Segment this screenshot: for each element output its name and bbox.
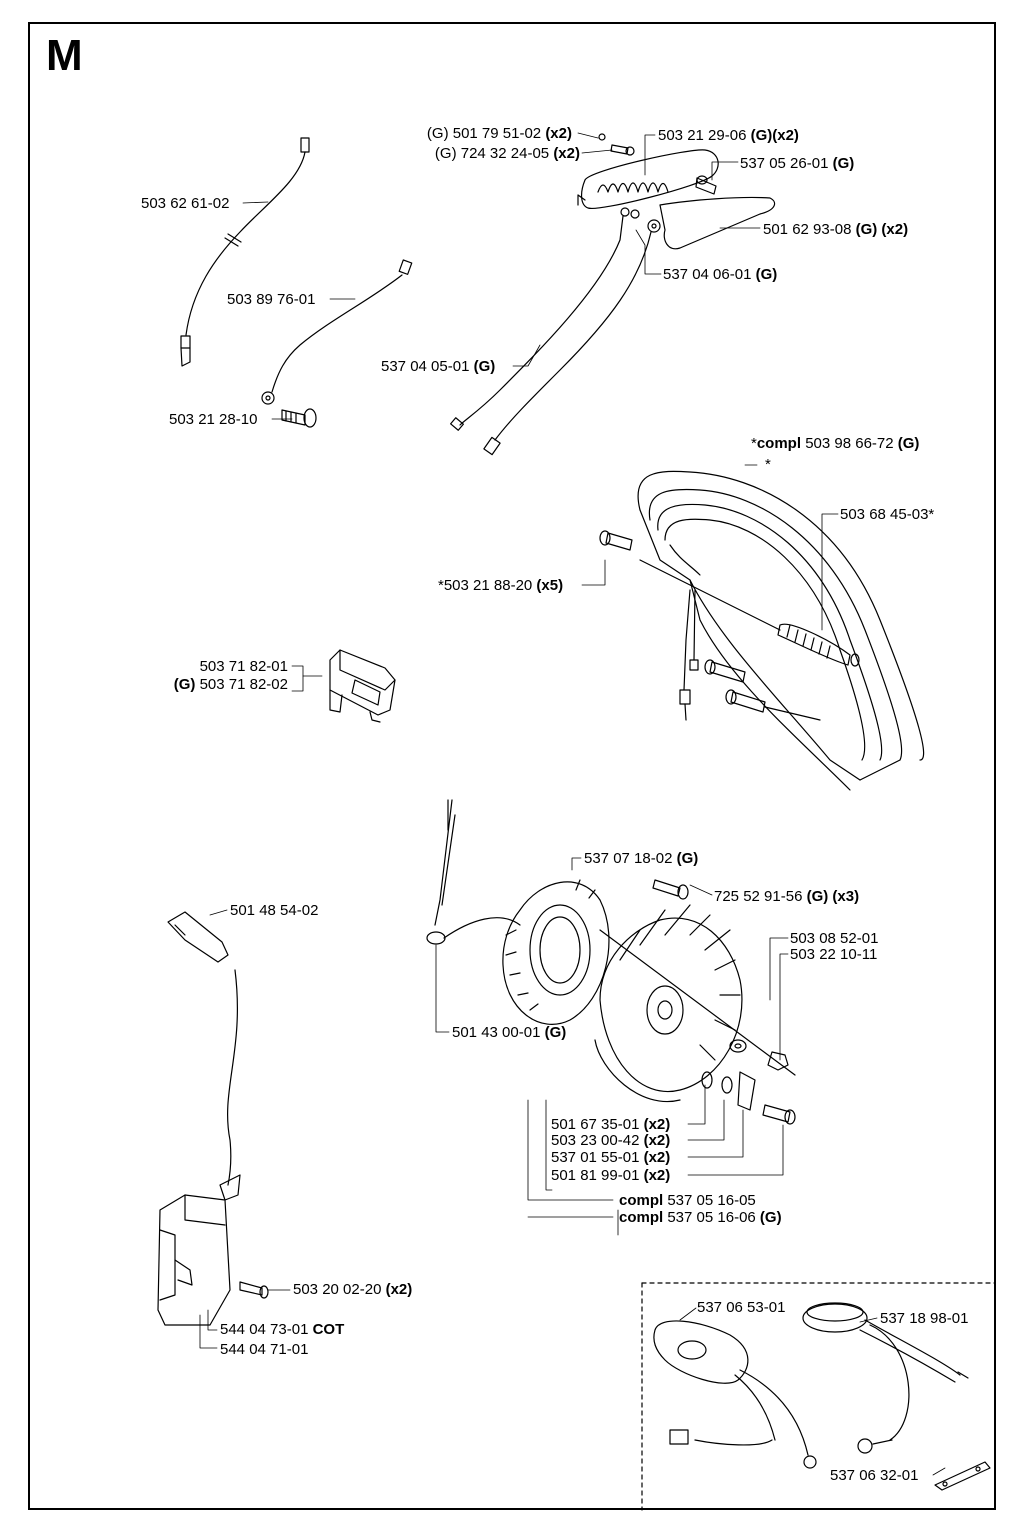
rubber-buffer-503-68-45-03 <box>639 559 860 667</box>
label-503-21-28-10: 503 21 28-10 <box>169 411 258 428</box>
label-503-68-45-03: 503 68 45-03* <box>840 506 935 523</box>
front-handle <box>637 470 925 791</box>
wire-537-04-06-01 <box>483 231 652 456</box>
sensor-537-18-98-01 <box>802 1302 969 1454</box>
label-501-62-93-08: 501 62 93-08 (G) (x2) <box>763 221 909 238</box>
label-537-18-98-01: 537 18 98-01 <box>880 1310 969 1327</box>
label-asterisk: * <box>765 456 771 473</box>
label-503-22-10-11: 503 22 10-11 <box>790 946 878 963</box>
label-503-62-61-02: 503 62 61-02 <box>141 195 230 212</box>
label-544-04-71-01: 544 04 71-01 <box>220 1341 309 1358</box>
label-537-05-16-05: compl 537 05 16-05 <box>619 1192 756 1209</box>
bracket-537-06-32-01 <box>934 1461 991 1491</box>
wire-503-62-61-02 <box>180 137 310 367</box>
label-544-04-73-01: 544 04 73-01 COT <box>220 1321 345 1338</box>
ignition-coil-544-04-73-01 <box>157 969 269 1326</box>
label-725-52-91-56: 725 52 91-56 (G) (x3) <box>714 888 860 905</box>
label-503-89-76-01: 503 89 76-01 <box>227 291 316 308</box>
flywheel-hardware <box>652 879 796 1125</box>
label-501-48-54-02: 501 48 54-02 <box>230 902 319 919</box>
wire-503-89-76-01 <box>261 259 413 405</box>
label-503-21-88-20: *503 21 88-20 (x5) <box>438 577 564 594</box>
wire-537-04-05-01 <box>449 215 624 431</box>
leader-lines <box>199 132 946 1476</box>
label-503-20-02-20: 503 20 02-20 (x2) <box>293 1281 413 1298</box>
label-503-21-29-06: 503 21 29-06 (G)(x2) <box>658 127 799 144</box>
label-537-06-53-01: 537 06 53-01 <box>697 1299 786 1316</box>
antenna-wire <box>426 799 521 945</box>
stator-537-07-18-02 <box>502 879 796 1076</box>
switch-503-71-82-01 <box>329 649 396 723</box>
ignition-module-537-06-53-01 <box>653 1320 817 1469</box>
spark-plug-cap <box>167 911 229 963</box>
label-503-71-82-01: 503 71 82-01 <box>199 658 288 675</box>
label-501-81-99-01: 501 81 99-01 (x2) <box>551 1167 671 1184</box>
label-501-43-00-01: 501 43 00-01 (G) <box>452 1024 567 1041</box>
label-503-71-82-02: (G) 503 71 82-02 <box>173 676 288 693</box>
label-503-98-66-72: *compl 503 98 66-72 (G) <box>751 435 920 452</box>
label-537-04-05-01: 537 04 05-01 (G) <box>381 358 496 375</box>
label-537-06-32-01: 537 06 32-01 <box>830 1467 919 1484</box>
label-724-32-24-05: (G) 724 32 24-05 (x2) <box>434 145 580 162</box>
label-501-67-35-01: 501 67 35-01 (x2) <box>551 1116 671 1133</box>
label-537-05-16-06: compl 537 05 16-06 (G) <box>619 1209 782 1226</box>
label-537-01-55-01: 537 01 55-01 (x2) <box>551 1149 671 1166</box>
label-537-07-18-02: 537 07 18-02 (G) <box>584 850 699 867</box>
screw-503-21-28-10 <box>281 408 317 428</box>
plate-assembly <box>577 133 776 250</box>
section-letter: M <box>46 31 83 80</box>
label-537-05-26-01: 537 05 26-01 (G) <box>740 155 855 172</box>
label-503-08-52-01: 503 08 52-01 <box>790 930 879 947</box>
label-537-04-06-01: 537 04 06-01 (G) <box>663 266 778 283</box>
inset-box <box>641 1282 996 1511</box>
label-501-79-51-02: (G) 501 79 51-02 (x2) <box>426 125 572 142</box>
screws-503-21-88-20 <box>599 530 821 721</box>
flywheel <box>594 904 743 1103</box>
label-503-23-00-42: 503 23 00-42 (x2) <box>551 1132 671 1149</box>
diagram-frame <box>28 22 996 1510</box>
